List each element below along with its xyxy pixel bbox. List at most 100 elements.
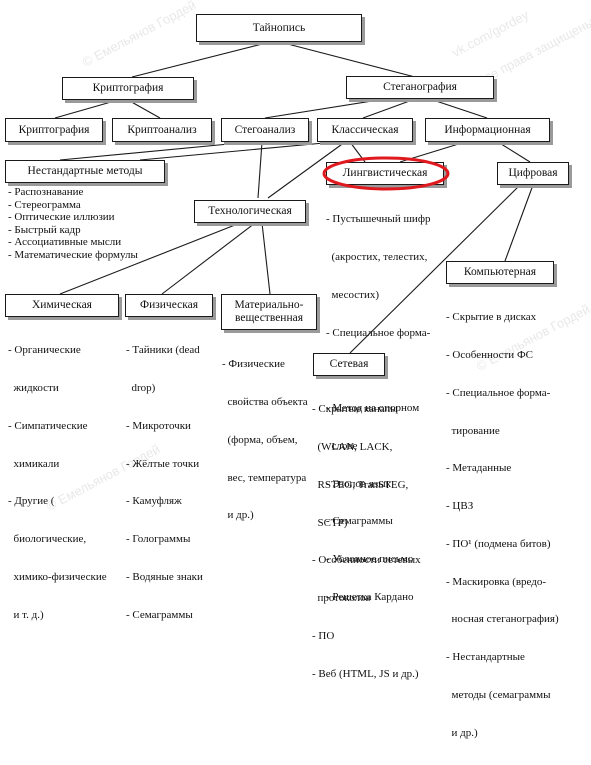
list-item: - Органические	[8, 344, 81, 357]
node-linguistic: Лингвистическая	[326, 162, 444, 185]
list-item: - ЦВЗ	[446, 500, 474, 513]
node-label: Криптография	[18, 123, 90, 136]
node-physical: Физическая	[125, 294, 213, 317]
node-label: Информационная	[444, 123, 531, 136]
list-item: - Математические формулы	[8, 248, 138, 261]
list-item: - Быстрый кадр	[8, 223, 81, 236]
node-root: Тайнопись	[196, 14, 362, 42]
node-information: Информационная	[425, 118, 550, 142]
list-item: месостих)	[326, 288, 380, 301]
list-item: методы (семаграммы	[446, 689, 551, 701]
list-item: вес, температура	[222, 471, 307, 484]
node-label: Цифровая	[508, 167, 558, 179]
list-item: - Метаданные	[446, 462, 512, 475]
list-item: - Скрытые каналы	[312, 403, 398, 416]
connector	[399, 141, 466, 163]
node-cryptoanalysis: Криптоанализ	[112, 118, 212, 142]
node-label: Физическая	[139, 299, 199, 311]
node-label: Криптоанализ	[127, 123, 197, 136]
connector	[59, 222, 241, 295]
list-item: - Ассоциативные мысли	[8, 236, 122, 249]
node-computer: Компьютерная	[446, 261, 554, 284]
node-label: Компьютерная	[463, 266, 537, 278]
list-item: и др.)	[222, 509, 254, 522]
node-label: Сетевая	[329, 358, 369, 370]
list-item: RSTEG, TranSTEG,	[312, 478, 409, 491]
list-item: жидкости	[8, 381, 59, 394]
list-item: - Особенности сетевых	[312, 554, 421, 567]
node-label: Стеганография	[383, 81, 457, 93]
list-item: - Жёлтые точки	[126, 457, 200, 470]
connector	[264, 98, 386, 119]
connector	[131, 41, 271, 78]
list-item: - Стереограмма	[8, 198, 81, 211]
list-item: химикали	[8, 457, 60, 470]
list-item: биологические,	[8, 533, 87, 546]
connector	[59, 141, 251, 161]
list-item: (форма, объем,	[222, 433, 298, 446]
diagram-canvas: © Емельянов Гордей vk.com/gordey Все пра…	[5, 0, 591, 739]
connector	[362, 98, 416, 119]
list-material: - Физические свойства объекта (форма, об…	[222, 333, 326, 547]
node-network: Сетевая	[313, 353, 385, 376]
node-label: Лингвистическая	[342, 167, 428, 179]
list-item: - Тайники (dead	[126, 344, 200, 357]
list-item: - Скрытие в дисках	[446, 311, 537, 324]
node-cryptography-top: Криптография	[62, 77, 194, 100]
connector	[279, 41, 416, 78]
connector	[161, 222, 256, 295]
list-chemical: - Органические жидкости - Симпатические …	[8, 319, 128, 646]
node-digital: Цифровая	[497, 162, 569, 185]
list-item: - Оптические иллюзии	[8, 211, 115, 224]
node-technological: Технологическая	[194, 200, 306, 223]
list-item: drop)	[126, 381, 156, 394]
connector	[261, 222, 271, 295]
node-label: Технологическая	[208, 205, 292, 217]
node-label: Стегоанализ	[234, 123, 296, 136]
node-label: вещественная	[234, 312, 303, 324]
list-item: протоколов	[312, 592, 371, 605]
list-item: - Эзопов язык	[326, 477, 391, 490]
list-item: - Веб (HTML, JS и др.)	[312, 667, 419, 680]
list-item: тирование	[446, 424, 500, 437]
list-item: - Камуфляж	[126, 495, 182, 508]
list-item: - Специальное форма-	[446, 386, 551, 399]
list-nonstandard: - Распознавание - Стереограмма - Оптичес…	[8, 186, 184, 262]
list-item: - Специальное форма-	[326, 326, 431, 339]
node-chemical: Химическая	[5, 294, 119, 317]
list-item: и т. д.)	[8, 608, 44, 621]
connector	[257, 141, 263, 199]
connector	[267, 141, 346, 199]
list-item: - Голограммы	[126, 533, 191, 546]
node-label: Материально-	[234, 299, 304, 311]
list-item: - Метод на опорном	[326, 402, 420, 415]
node-label: Нестандартные методы	[27, 165, 143, 177]
node-cryptography: Криптография	[5, 118, 103, 142]
list-item: - Нестандартные	[446, 651, 525, 664]
list-item: - Микроточки	[126, 419, 191, 432]
connector	[349, 141, 366, 163]
list-item: - Распознавание	[8, 186, 84, 198]
node-label: Тайнопись	[252, 21, 306, 34]
node-steganography-top: Стеганография	[346, 76, 494, 99]
list-item: и др.)	[446, 726, 478, 739]
connector	[139, 141, 336, 161]
connector	[429, 98, 488, 119]
list-item: - ПО¹ (подмена битов)	[446, 537, 551, 550]
list-item: химико-физические	[8, 570, 107, 583]
node-nonstandard: Нестандартные методы	[5, 160, 165, 183]
node-label: Химическая	[32, 299, 92, 311]
node-classic: Классическая	[317, 118, 413, 142]
list-item: - Особенности ФС	[446, 348, 533, 361]
node-label: Криптография	[92, 82, 164, 94]
list-item: - Семаграммы	[126, 608, 193, 621]
connector	[497, 141, 531, 163]
list-item: - Водяные знаки	[126, 570, 203, 583]
node-material: Материально- вещественная	[221, 294, 317, 330]
list-network: - Скрытые каналы (WLAN, LACK, RSTEG, Tra…	[312, 378, 442, 705]
connector	[127, 99, 161, 119]
list-item: (акростих, телестих,	[326, 250, 428, 263]
list-item: - Другие (	[8, 495, 55, 508]
list-item: - Физические	[222, 358, 285, 371]
list-computer: - Скрытие в дисках - Особенности ФС - Сп…	[446, 286, 586, 765]
